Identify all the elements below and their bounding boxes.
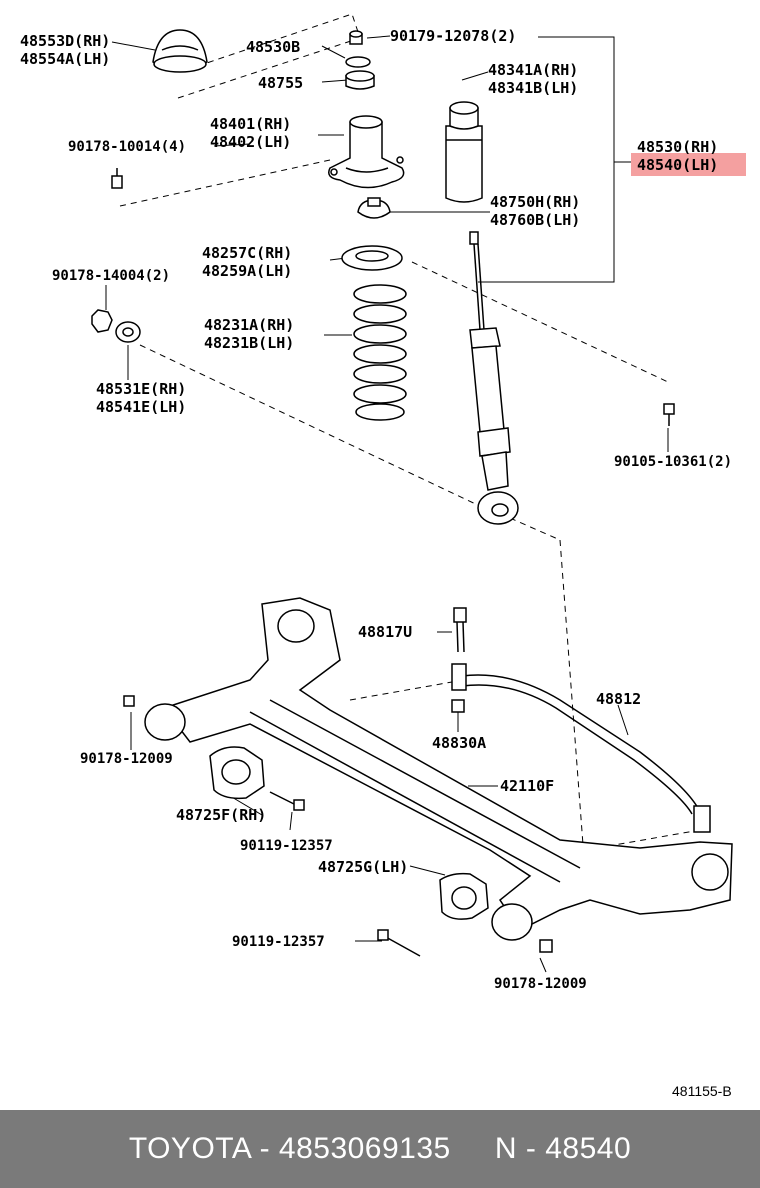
part-label: 90178-12009 [494,976,587,992]
part-label: 48830A [432,734,486,752]
parts-diagram: 48553D(RH) 48554A(LH) 48530B 90179-12078… [20,13,746,1099]
part-label: 48812 [596,690,641,708]
part-label: 48553D(RH) [20,32,110,50]
part-label-highlight [631,153,746,176]
coil-spring-part [353,284,407,421]
bushing-part [209,746,489,920]
part-label: 42110F [500,777,554,795]
part-label: 48530(RH) [637,138,718,156]
part-label: 48257C(RH) [202,244,292,262]
bolt-part [453,607,467,653]
insulator-parts [91,309,141,343]
part-label: 90105-10361(2) [614,454,732,470]
stabilizer-bar-part [451,663,711,833]
upper-support-part [328,115,405,189]
nut-part [451,699,465,713]
spring-seat-part [341,245,403,271]
part-label: 90178-12009 [80,751,173,767]
part-label-highlighted: 48540(LH) [637,156,718,174]
part-label: 48817U [358,623,412,641]
part-label: 48231B(LH) [204,334,294,352]
bolt-parts [123,695,553,957]
footer-bar: TOYOTA - 4853069135 N - 48540 [0,1110,760,1188]
part-label: 90179-12078(2) [390,27,516,45]
part-label: 48554A(LH) [20,50,110,68]
axle-beam-part [144,597,733,941]
part-label: 48231A(RH) [204,316,294,334]
bump-cap-part [152,29,208,73]
part-label: 48530B [246,38,300,56]
nut-part [349,30,363,45]
part-label: 48401(RH) [210,115,291,133]
part-label: 48760B(LH) [490,211,580,229]
leader-lines [105,35,669,973]
footer-part-number: TOYOTA - 4853069135 N - 48540 [128,1132,632,1165]
part-label: 48259A(LH) [202,262,292,280]
bushing-part [345,70,375,90]
washer-part [345,56,371,68]
part-label: 90178-10014(4) [68,139,186,155]
dust-boot-part [445,101,483,203]
part-label: 48531E(RH) [96,380,186,398]
bolt-part [663,403,675,426]
bump-stopper-part [357,197,391,219]
part-label: 48750H(RH) [490,193,580,211]
alignment-lines [119,13,701,859]
part-label: 48755 [258,74,303,92]
part-label: 48541E(LH) [96,398,186,416]
diagram-code: 481155-B [672,1083,732,1099]
shock-absorber-part [469,231,519,525]
part-label: 48341B(LH) [488,79,578,97]
part-label: 48402(LH) [210,133,291,151]
part-label: 48341A(RH) [488,61,578,79]
part-label: 90119-12357 [232,934,325,950]
bolt-part [111,168,123,189]
part-label: 90178-14004(2) [52,268,170,284]
part-label: 90119-12357 [240,838,333,854]
part-label: 48725G(LH) [318,858,408,876]
part-label: 48725F(RH) [176,806,266,824]
